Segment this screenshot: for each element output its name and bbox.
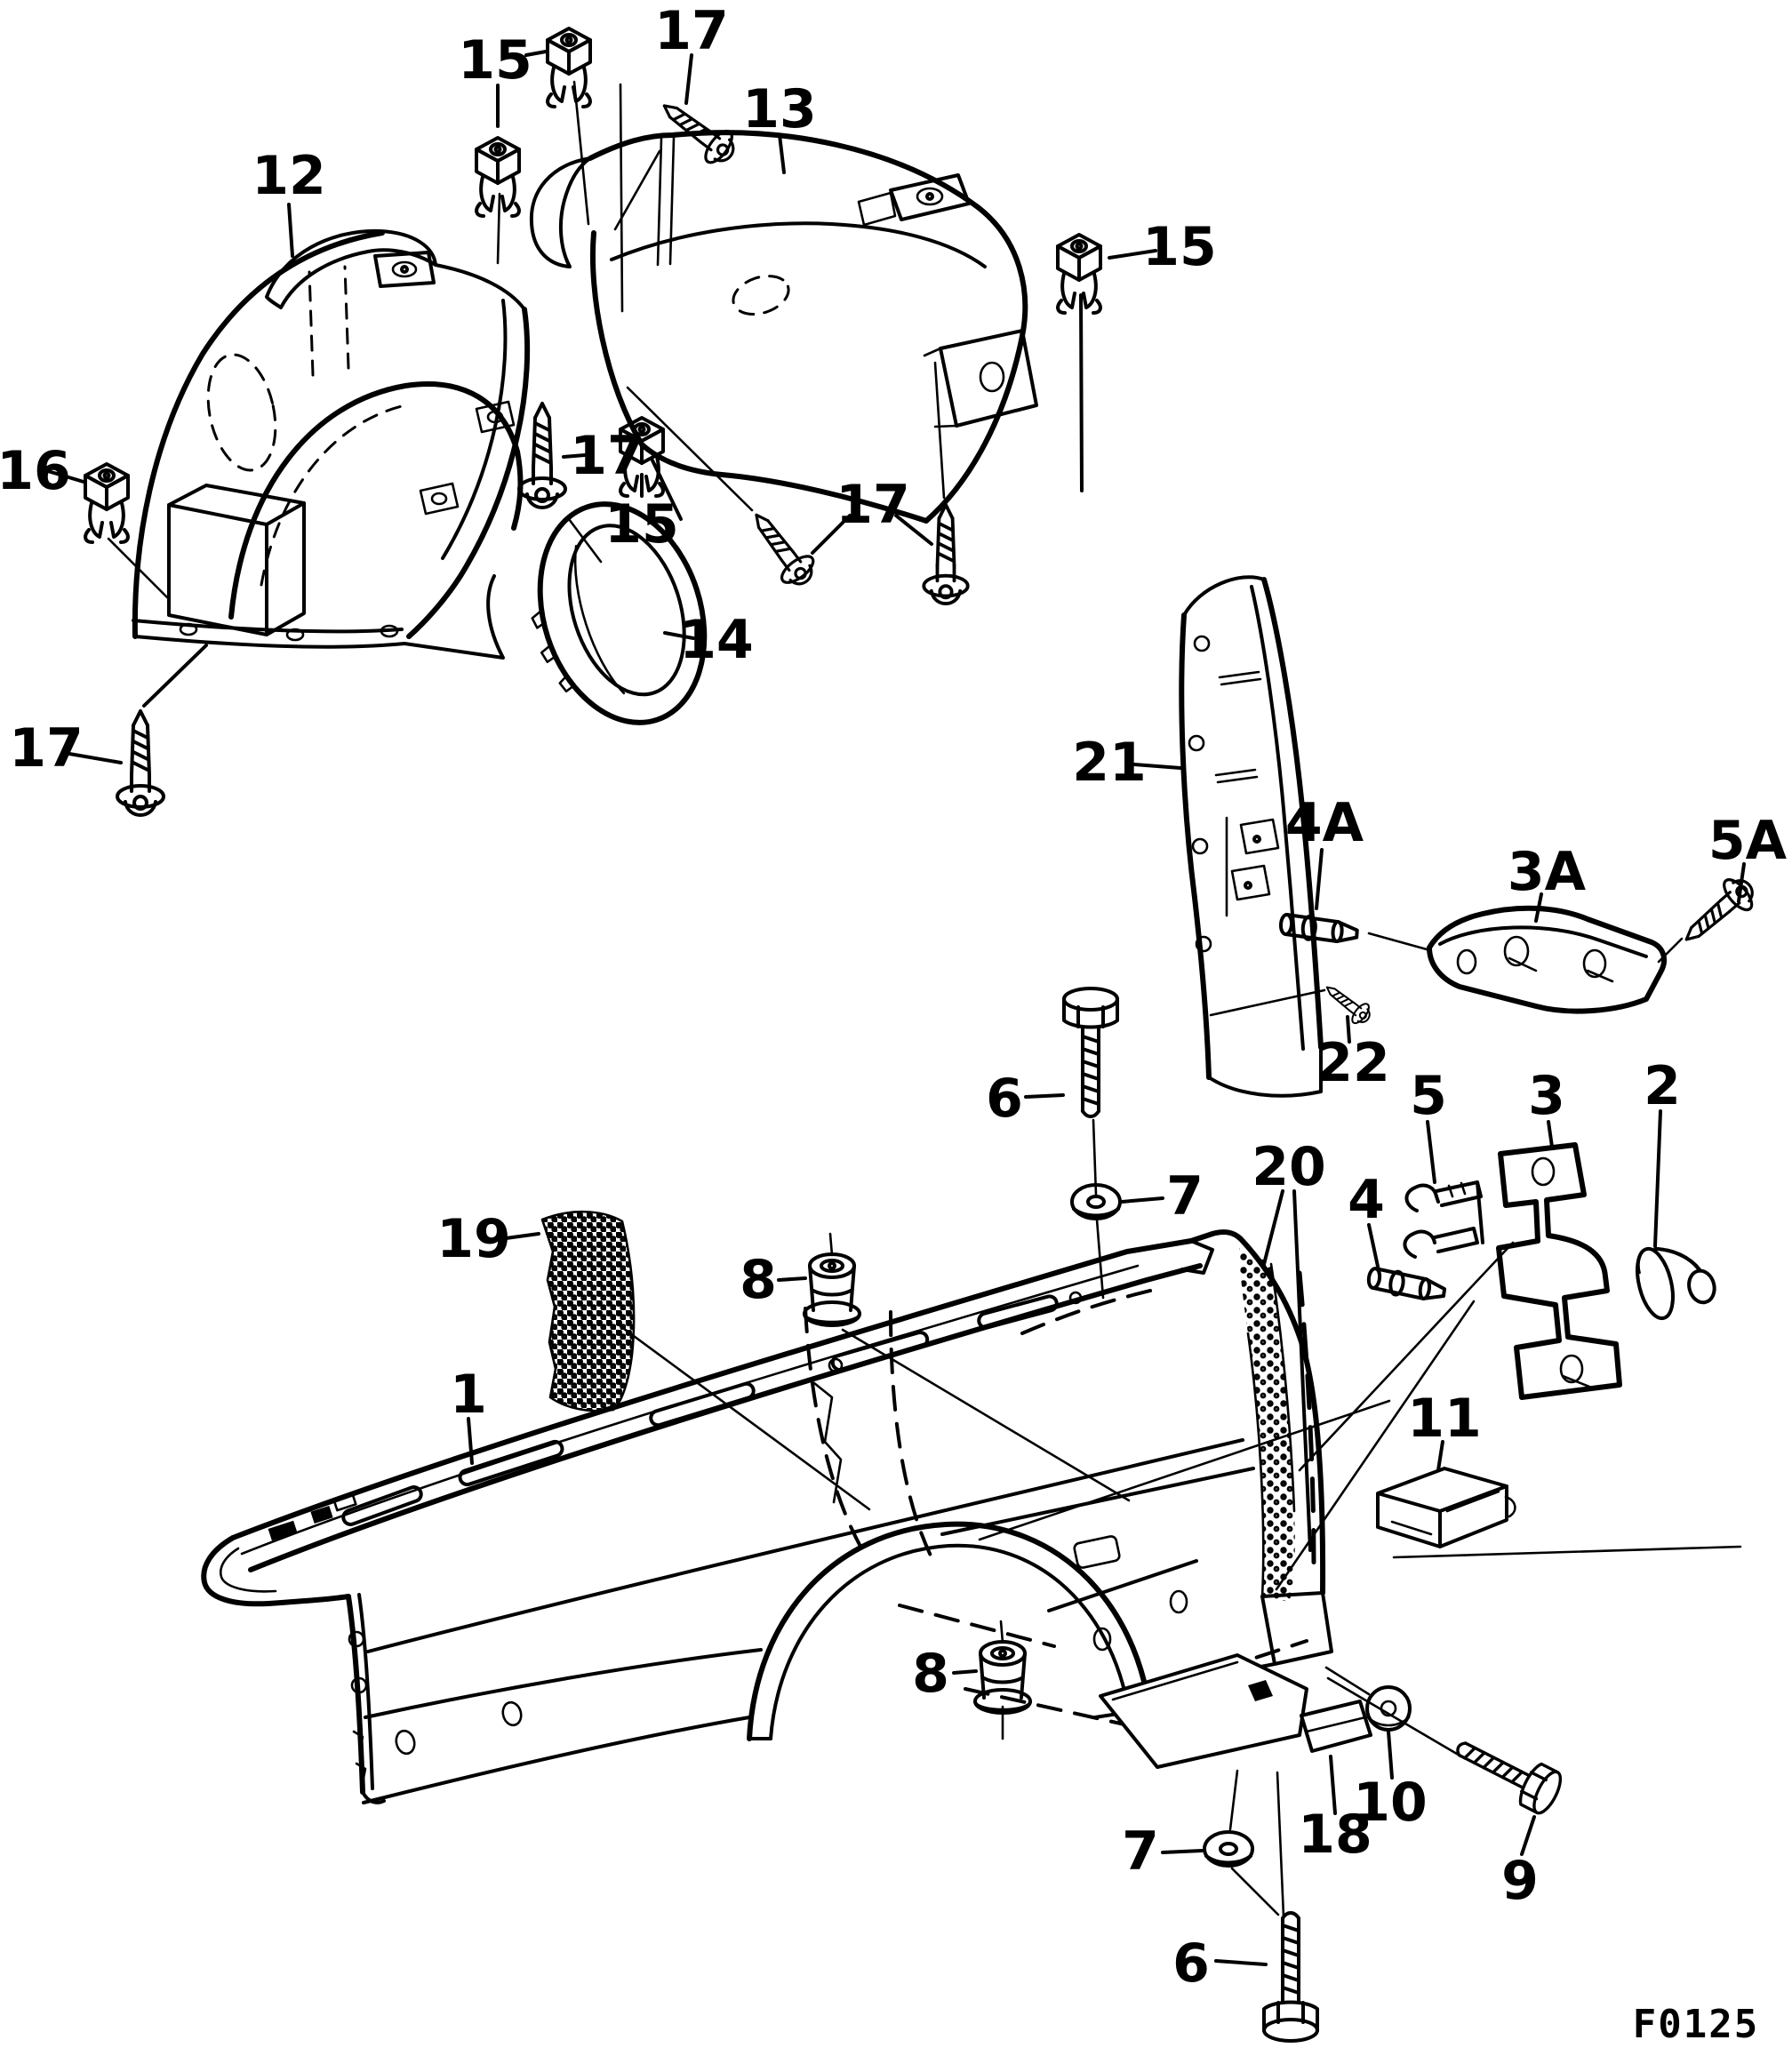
tapping-screw-17-left xyxy=(517,402,567,509)
flange-bolt-9 xyxy=(1446,1725,1568,1819)
wheel-arch-liner-rear-section xyxy=(529,130,1038,524)
callout-11: 11 xyxy=(1407,1388,1482,1450)
shield-piece xyxy=(540,1210,636,1412)
leader-lines xyxy=(46,50,1746,1966)
expansion-nut-15-left xyxy=(475,136,521,218)
callout-4A: 4A xyxy=(1285,792,1364,854)
flange-bolt-6-bottom xyxy=(1262,1911,1319,2043)
callout-6-top: 6 xyxy=(986,1068,1023,1130)
callout-8-top: 8 xyxy=(740,1249,777,1311)
callout-22: 22 xyxy=(1316,1032,1390,1094)
expansion-nut-16 xyxy=(84,462,130,544)
callout-3: 3 xyxy=(1528,1065,1565,1127)
callout-16: 16 xyxy=(0,440,71,502)
clip-block-11 xyxy=(1376,1467,1742,1559)
callout-3A: 3A xyxy=(1508,841,1587,903)
retainer-clip-18 xyxy=(1300,1700,1372,1753)
callout-7-top: 7 xyxy=(1166,1165,1204,1228)
callout-17-bottom-left: 17 xyxy=(9,717,84,780)
expansion-nut-15-top xyxy=(546,27,592,108)
callout-7-bottom: 7 xyxy=(1122,1820,1159,1883)
callout-20: 20 xyxy=(1252,1136,1326,1198)
screw-22 xyxy=(1209,977,1376,1029)
callout-13: 13 xyxy=(742,78,817,140)
callout-9: 9 xyxy=(1501,1850,1539,1912)
callout-5A: 5A xyxy=(1708,810,1788,872)
screw-5A xyxy=(1672,869,1764,956)
plastic-nut-8-top xyxy=(803,1232,861,1327)
callout-1: 1 xyxy=(450,1364,487,1426)
callout-17-mid: 17 xyxy=(836,474,910,536)
tapping-screw-17-diagonal xyxy=(740,502,823,595)
callout-21: 21 xyxy=(1072,732,1147,794)
rubber-plug-2 xyxy=(1636,1246,1716,1321)
flange-bolt-6-top xyxy=(1062,987,1119,1118)
callout-18: 18 xyxy=(1298,1804,1372,1866)
callout-6-bottom: 6 xyxy=(1172,1932,1210,1995)
air-duct-oval xyxy=(531,501,708,725)
callout-15-mid: 15 xyxy=(604,493,679,556)
callout-8-bottom: 8 xyxy=(912,1643,949,1705)
bracket-z-3 xyxy=(1496,1142,1622,1400)
rivet-pin-4A xyxy=(1277,912,1360,945)
front-fender-panel xyxy=(201,1229,1333,1804)
support-panel xyxy=(1179,575,1324,1098)
spring-clip-5 xyxy=(1403,1180,1484,1259)
bracket-angled-3A xyxy=(1367,905,1684,1014)
callout-12: 12 xyxy=(252,145,326,207)
callout-10: 10 xyxy=(1353,1772,1428,1834)
callout-4: 4 xyxy=(1348,1169,1385,1231)
wheel-arch-liner-front-section xyxy=(107,228,531,660)
foot-bracket xyxy=(1099,1653,1308,1769)
callout-2: 2 xyxy=(1644,1055,1681,1117)
washer-7-bottom xyxy=(1203,1830,1254,1868)
callout-17-top: 17 xyxy=(654,0,729,62)
callout-14: 14 xyxy=(679,609,754,671)
callout-17-left: 17 xyxy=(570,425,644,487)
tapping-screw-17-bottom-left xyxy=(116,709,165,817)
expansion-nut-15-right xyxy=(1056,233,1102,315)
callout-19: 19 xyxy=(436,1208,511,1270)
callout-15-top: 15 xyxy=(458,29,532,92)
callout-15-right: 15 xyxy=(1142,216,1217,278)
callout-5: 5 xyxy=(1410,1065,1447,1127)
figure-code: F0125 xyxy=(1633,2002,1759,2047)
plastic-nut-8-bottom xyxy=(973,1620,1032,1715)
